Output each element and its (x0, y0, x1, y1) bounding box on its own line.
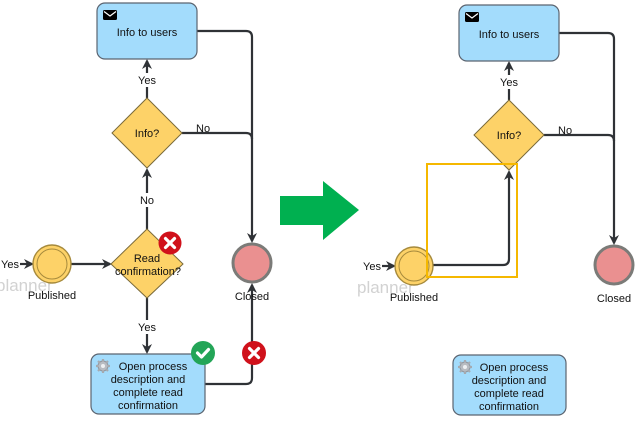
diagram-after: planner Yes No Yes Info to users Info? P… (357, 4, 635, 416)
task-info-to-users[interactable]: Info to users (458, 4, 560, 62)
end-label: Closed (235, 291, 269, 303)
edge-label-no-info: No (558, 125, 572, 137)
task-label-line2: description and (472, 375, 547, 387)
edge-label-yes-read: Yes (138, 322, 156, 334)
task-label-line4: confirmation (118, 400, 178, 412)
edge-info-to-closed[interactable] (559, 31, 619, 245)
gateway-label: Info? (135, 128, 159, 140)
gateway-read-confirmation[interactable]: Read confirmation? (110, 228, 184, 299)
edge-info-to-closed[interactable] (197, 29, 257, 243)
envelope-icon (464, 11, 480, 23)
accept-badge-open[interactable] (191, 341, 215, 365)
edge-open-to-closed[interactable] (205, 283, 257, 386)
start-event-published[interactable]: Published (390, 246, 438, 304)
edge-label-incoming: Yes (363, 261, 381, 273)
reject-badge-edge[interactable] (242, 341, 266, 365)
edge-published-to-info[interactable] (433, 170, 514, 267)
close-icon (163, 236, 177, 250)
start-event-published[interactable]: Published (28, 244, 76, 302)
task-label-line1: Open process (480, 362, 549, 374)
task-label-line3: complete read (474, 388, 544, 400)
edge-label-yes-info: Yes (500, 77, 518, 89)
check-icon (195, 347, 211, 359)
reject-badge-read[interactable] (158, 231, 182, 255)
gear-icon (94, 357, 112, 375)
task-label: Info to users (479, 29, 540, 41)
gateway-info[interactable]: Info? (111, 97, 183, 169)
task-label-line4: confirmation (479, 401, 539, 413)
end-label: Closed (597, 293, 631, 305)
gateway-info[interactable]: Info? (473, 99, 545, 171)
edge-label-no-read: No (140, 195, 154, 207)
start-label: Published (390, 292, 438, 304)
edge-info-no[interactable] (182, 131, 254, 140)
task-open-process[interactable]: Open process description and complete re… (452, 354, 567, 416)
start-label: Published (28, 290, 76, 302)
task-label-line1: Open process (119, 361, 188, 373)
edge-label-yes-info: Yes (138, 75, 156, 87)
task-label: Info to users (117, 27, 178, 39)
end-event-closed[interactable]: Closed (231, 242, 273, 303)
envelope-icon (102, 9, 118, 21)
edge-label-no-info: No (196, 123, 210, 135)
gateway-label: Info? (497, 130, 521, 142)
task-open-process[interactable]: Open process description and complete re… (90, 353, 206, 415)
gear-icon (456, 358, 474, 376)
edge-info-no[interactable] (544, 133, 616, 142)
end-event-closed[interactable]: Closed (593, 244, 635, 305)
task-label-line3: complete read (113, 387, 183, 399)
gateway-label-line2: confirmation? (115, 266, 181, 278)
watermark-text: planner (357, 278, 414, 297)
diagram-before: planner Yes No No Yes Yes Info to users … (0, 2, 273, 415)
close-icon (247, 346, 261, 360)
task-info-to-users[interactable]: Info to users (96, 2, 198, 60)
gateway-label-line1: Read (134, 253, 160, 265)
selection-highlight (426, 163, 518, 278)
edge-label-incoming: Yes (1, 259, 19, 271)
task-label-line2: description and (111, 374, 186, 386)
right-arrow-icon (280, 181, 359, 240)
watermark-text: planner (0, 276, 53, 295)
